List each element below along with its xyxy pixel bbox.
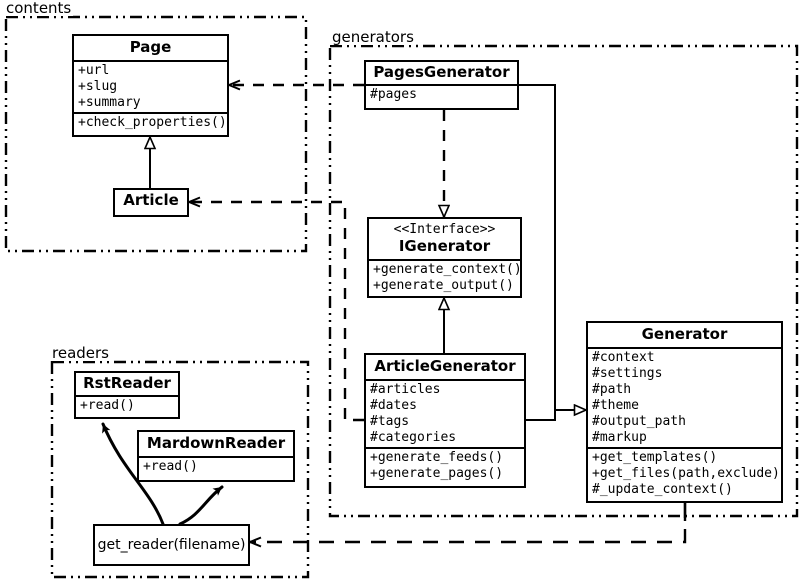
- class-name-article-generator: ArticleGenerator: [374, 357, 516, 375]
- class-stereotype-igenerator: <<Interface>>: [393, 222, 496, 237]
- operation: #_update_context(): [592, 482, 733, 497]
- attribute: #theme: [592, 398, 639, 413]
- operation: +generate_context(): [373, 262, 522, 277]
- class-attributes-page: +url +slug +summary: [74, 60, 227, 112]
- attribute: #categories: [370, 430, 457, 445]
- class-header-igenerator: <<Interface>> IGenerator: [369, 219, 520, 259]
- link-get-reader-returns-mardownreader: [178, 485, 224, 526]
- function-label-get-reader: get_reader(filename): [97, 537, 246, 553]
- attribute: #markup: [592, 430, 647, 445]
- class-attributes-article-generator: #articles #dates #tags #categories: [366, 379, 524, 447]
- class-name-rst-reader: RstReader: [83, 374, 171, 392]
- class-name-pages-generator: PagesGenerator: [373, 63, 510, 81]
- class-name-generator: Generator: [641, 325, 728, 343]
- class-operations-generator: +get_templates() +get_files(path,exclude…: [588, 447, 781, 499]
- link-pagesgenerator-extends-generator: [519, 84, 586, 410]
- class-operations-article-generator: +generate_feeds() +generate_pages(): [366, 447, 524, 483]
- function-box-get-reader[interactable]: get_reader(filename): [93, 524, 250, 566]
- class-box-pages-generator[interactable]: PagesGenerator #pages: [364, 60, 519, 110]
- operation: +get_templates(): [592, 450, 718, 465]
- attribute: #dates: [370, 398, 417, 413]
- attribute: +slug: [78, 79, 118, 94]
- class-name-igenerator: IGenerator: [398, 237, 491, 255]
- class-operations-rst-reader: +read(): [76, 395, 178, 415]
- attribute: #tags: [370, 414, 410, 429]
- class-name-article: Article: [123, 191, 179, 209]
- package-label-contents: contents: [4, 0, 74, 17]
- class-box-article[interactable]: Article: [113, 188, 189, 217]
- attribute: #context: [592, 350, 655, 365]
- operation: +get_files(path,exclude): [592, 466, 780, 481]
- attribute: #output_path: [592, 414, 686, 429]
- attribute: +summary: [78, 95, 141, 110]
- class-attributes-generator: #context #settings #path #theme #output_…: [588, 347, 781, 447]
- class-box-page[interactable]: Page +url +slug +summary +check_properti…: [72, 34, 229, 137]
- operation: +generate_output(): [373, 278, 514, 293]
- class-operations-igenerator: +generate_context() +generate_output(): [369, 259, 522, 295]
- attribute: #pages: [370, 87, 417, 102]
- class-box-rst-reader[interactable]: RstReader +read(): [74, 371, 180, 419]
- link-articlegenerator-uses-article: [188, 196, 364, 422]
- class-box-igenerator[interactable]: <<Interface>> IGenerator +generate_conte…: [367, 217, 522, 298]
- class-name-page: Page: [129, 38, 172, 56]
- attribute: +url: [78, 63, 110, 78]
- class-box-mardown-reader[interactable]: MardownReader +read(): [137, 430, 295, 482]
- operation: +generate_feeds(): [370, 450, 504, 465]
- class-name-mardown-reader: MardownReader: [146, 434, 286, 452]
- operation: +read(): [80, 398, 135, 413]
- operation: +generate_pages(): [370, 466, 504, 481]
- attribute: #settings: [592, 366, 663, 381]
- link-generator-uses-get-reader: [249, 503, 687, 548]
- link-articlegenerator-extends-generator: [526, 410, 556, 421]
- class-operations-mardown-reader: +read(): [139, 456, 293, 476]
- class-operations-page: +check_properties(): [74, 112, 227, 132]
- package-label-readers: readers: [50, 344, 111, 362]
- operation: +check_properties(): [78, 115, 227, 130]
- operation: +read(): [143, 459, 198, 474]
- attribute: #articles: [370, 382, 441, 397]
- package-label-generators: generators: [330, 28, 416, 46]
- class-box-generator[interactable]: Generator #context #settings #path #them…: [586, 321, 783, 503]
- class-attributes-pages-generator: #pages: [366, 84, 517, 104]
- attribute: #path: [592, 382, 632, 397]
- class-box-article-generator[interactable]: ArticleGenerator #articles #dates #tags …: [364, 353, 526, 488]
